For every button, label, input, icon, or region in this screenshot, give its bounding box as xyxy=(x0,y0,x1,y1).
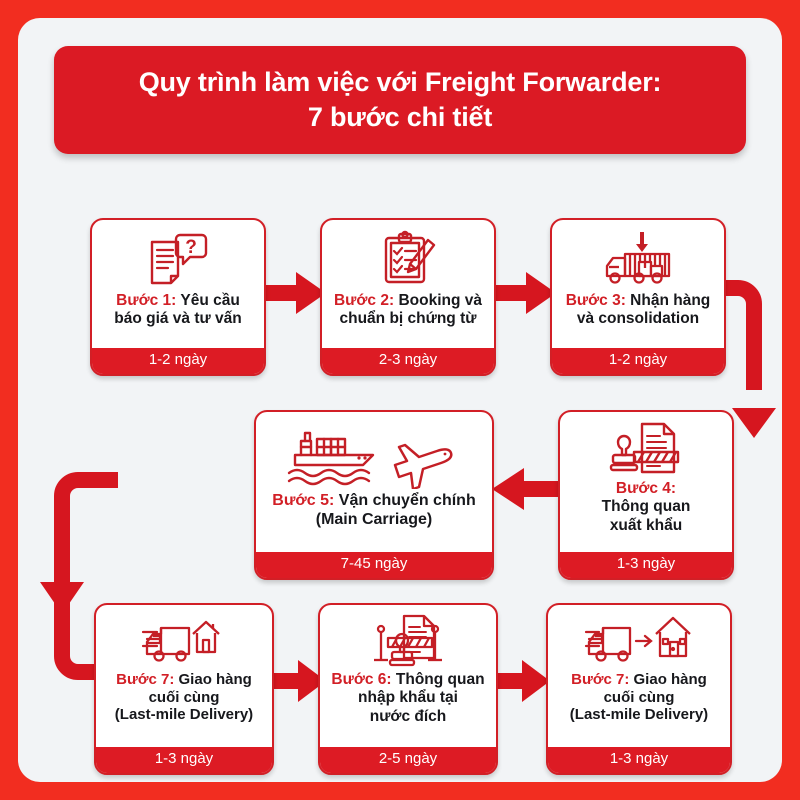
step-card-7b-label: Bước 7: Giao hàng cuối cùng (Last-mile D… xyxy=(568,671,710,724)
step-card-2-label: Bước 2: Booking và chuẩn bị chứng từ xyxy=(332,292,484,329)
step-card-5-step: Bước 5: xyxy=(272,492,335,509)
step-card-6-title-line3: nước đích xyxy=(369,707,447,725)
step-card-3-label: Bước 3: Nhận hàng và consolidation xyxy=(564,292,713,329)
svg-text:?: ? xyxy=(185,237,197,258)
step-card-5-title: Vận chuyển chính xyxy=(334,492,476,509)
step-card-4-body: Bước 4: Thông quan xuất khẩu xyxy=(560,412,732,552)
step-card-5-body: Bước 5: Vận chuyển chính (Main Carriage) xyxy=(256,412,492,552)
step-card-7a-step: Bước 7: xyxy=(116,671,175,688)
step-card-2-title: Booking và xyxy=(394,292,482,309)
step-card-7a-body: Bước 7: Giao hàng cuối cùng (Last-mile D… xyxy=(96,605,272,747)
step-card-3-duration: 1-2 ngày xyxy=(552,347,724,374)
step-card-1-title: Yêu cầu xyxy=(176,292,240,309)
step-card-6-title-line2: nhập khẩu tại xyxy=(358,689,458,707)
step-card-4-title-line3: xuất khẩu xyxy=(609,516,683,534)
step-card-1-label: Bước 1: Yêu cầu báo giá và tư vấn xyxy=(112,292,244,329)
step-card-7a-duration: 1-3 ngày xyxy=(96,746,272,773)
step-card-7b-title: Giao hàng xyxy=(629,671,707,688)
document-question-icon: ? xyxy=(144,228,212,290)
step-card-1[interactable]: ? Bước 1: Yêu cầu báo giá và tư vấn 1-2 … xyxy=(90,218,266,376)
connector-arrow-step4-to-step5 xyxy=(486,466,564,517)
step-card-1-title-line2: báo giá và tư vấn xyxy=(114,310,242,328)
step-card-5[interactable]: Bước 5: Vận chuyển chính (Main Carriage)… xyxy=(254,410,494,580)
delivery-truck-house-icon xyxy=(141,613,227,669)
connector-elbow-row2-to-row3 xyxy=(40,466,120,696)
connector-arrow-step2-to-step3 xyxy=(488,270,558,321)
step-card-7b-duration: 1-3 ngày xyxy=(548,746,730,773)
page-title-banner: Quy trình làm việc với Freight Forwarder… xyxy=(54,46,746,154)
step-card-6-title: Thông quan xyxy=(391,671,485,688)
step-card-6[interactable]: Bước 6: Thông quan nhập khẩu tại nước đí… xyxy=(318,603,498,775)
step-card-2-duration: 2-3 ngày xyxy=(322,347,494,374)
step-card-1-body: ? Bước 1: Yêu cầu báo giá và tư vấn xyxy=(92,220,264,348)
step-card-4-label: Bước 4: Thông quan xuất khẩu xyxy=(600,480,693,535)
step-card-4-duration: 1-3 ngày xyxy=(560,551,732,578)
step-card-6-body: Bước 6: Thông quan nhập khẩu tại nước đí… xyxy=(320,605,496,747)
step-card-3-title-line2: và consolidation xyxy=(576,310,700,328)
page-title: Quy trình làm việc với Freight Forwarder… xyxy=(139,65,662,134)
step-card-6-step: Bước 6: xyxy=(331,671,392,688)
step-card-2-step: Bước 2: xyxy=(333,292,395,309)
step-card-3-body: Bước 3: Nhận hàng và consolidation xyxy=(552,220,724,348)
truck-container-loading-icon xyxy=(595,228,681,290)
step-card-7a-title: Giao hàng xyxy=(174,671,252,688)
step-card-7b[interactable]: Bước 7: Giao hàng cuối cùng (Last-mile D… xyxy=(546,603,732,775)
step-card-2[interactable]: Bước 2: Booking và chuẩn bị chứng từ 2-3… xyxy=(320,218,496,376)
step-card-7b-step: Bước 7: xyxy=(571,671,630,688)
ship-airplane-icon xyxy=(279,420,469,490)
step-card-4-title-line2: Thông quan xyxy=(601,498,691,516)
connector-arrow-step1-to-step2 xyxy=(258,270,328,321)
step-card-5-duration: 7-45 ngày xyxy=(256,551,492,578)
clipboard-checklist-pencil-icon xyxy=(376,228,440,290)
connector-arrow-step7a-to-step6 xyxy=(266,658,328,709)
step-card-1-duration: 1-2 ngày xyxy=(92,347,264,374)
delivery-truck-arrow-house-icon xyxy=(584,613,694,669)
step-card-4[interactable]: Bước 4: Thông quan xuất khẩu 1-3 ngày xyxy=(558,410,734,580)
step-card-7a[interactable]: Bước 7: Giao hàng cuối cùng (Last-mile D… xyxy=(94,603,274,775)
step-card-2-body: Bước 2: Booking và chuẩn bị chứng từ xyxy=(322,220,494,348)
step-card-7b-title-line3: (Last-mile Delivery) xyxy=(569,706,709,724)
page-frame: Quy trình làm việc với Freight Forwarder… xyxy=(18,18,782,782)
step-card-7a-title-line2: cuối cùng xyxy=(148,688,220,706)
page-title-line-1: Quy trình làm việc với Freight Forwarder… xyxy=(138,67,662,98)
step-card-3-step: Bước 3: xyxy=(565,292,626,309)
step-card-7a-label: Bước 7: Giao hàng cuối cùng (Last-mile D… xyxy=(113,671,255,724)
step-card-2-title-line2: chuẩn bị chứng từ xyxy=(339,310,477,328)
step-card-4-step: Bước 4: xyxy=(615,480,677,497)
connector-elbow-row1-to-row2 xyxy=(708,270,778,445)
step-card-7b-body: Bước 7: Giao hàng cuối cùng (Last-mile D… xyxy=(548,605,730,747)
step-card-3-title: Nhận hàng xyxy=(625,292,711,309)
step-card-6-duration: 2-5 ngày xyxy=(320,746,496,773)
step-card-3[interactable]: Bước 3: Nhận hàng và consolidation 1-2 n… xyxy=(550,218,726,376)
step-card-7a-title-line3: (Last-mile Delivery) xyxy=(114,706,254,724)
customs-barrier-stamp-document-icon xyxy=(368,613,448,669)
step-card-1-step: Bước 1: xyxy=(116,292,177,309)
stamp-document-icon xyxy=(608,420,684,478)
step-card-5-label: Bước 5: Vận chuyển chính (Main Carriage) xyxy=(270,492,477,530)
page-title-line-2: 7 bước chi tiết xyxy=(307,102,493,132)
step-card-5-title-line2: (Main Carriage) xyxy=(315,510,433,528)
connector-arrow-step6-to-step7b xyxy=(490,658,552,709)
step-card-6-label: Bước 6: Thông quan nhập khẩu tại nước đí… xyxy=(329,671,486,726)
step-card-7b-title-line2: cuối cùng xyxy=(603,688,675,706)
